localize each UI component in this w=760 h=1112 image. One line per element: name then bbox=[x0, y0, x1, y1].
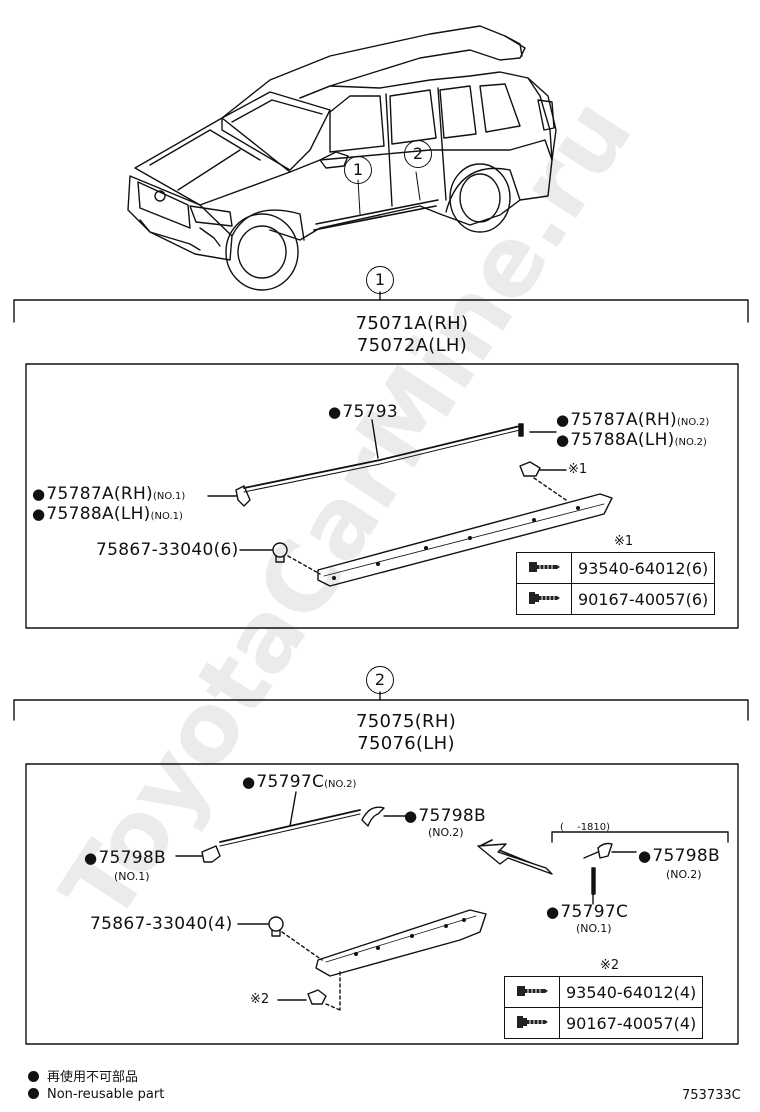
section-2-lines bbox=[13, 691, 749, 1045]
section-1-clip: 75867-33040(6) bbox=[96, 540, 239, 560]
part-75798b-front: 75798B bbox=[98, 848, 166, 868]
legend-english: Non-reusable part bbox=[28, 1087, 164, 1102]
part-75797c: 75797C bbox=[256, 772, 325, 792]
section-2-fastener-ref: ※2 bbox=[250, 992, 270, 1007]
end-piece-rear-lh-label: 75788A(LH)(NO.2) bbox=[556, 430, 707, 453]
section-1-table-ref: ※1 bbox=[614, 534, 634, 549]
variant-end-piece-label: 75798B bbox=[638, 846, 720, 866]
part-75793: 75793 bbox=[342, 402, 398, 422]
fastener-part: 90167-40057(4) bbox=[558, 1007, 704, 1039]
section-2-table-ref: ※2 bbox=[600, 958, 620, 973]
vehicle-callout-2: 2 bbox=[404, 140, 432, 168]
part-75798b-front-note: (NO.1) bbox=[114, 870, 150, 883]
end-piece-front-lh-label: 75788A(LH)(NO.1) bbox=[32, 504, 183, 527]
section-1-fastener-table: 93540-64012(6) 90167-40057(6) bbox=[516, 552, 716, 615]
end-piece-front-note-rh: (NO.1) bbox=[152, 491, 186, 502]
bullet-icon bbox=[28, 1088, 39, 1099]
end-piece-rear-lh: 75788A(LH) bbox=[570, 430, 675, 450]
section-1-marker: 1 bbox=[366, 266, 394, 294]
part-75798b-front-label: 75798B bbox=[84, 848, 166, 868]
part-75797c-note: (NO.2) bbox=[324, 779, 357, 790]
section-2-assembly-lh: 75076(LH) bbox=[357, 733, 455, 754]
end-piece-rear-rh: 75787A(RH) bbox=[570, 410, 677, 430]
end-piece-front-note-lh: (NO.1) bbox=[150, 511, 183, 522]
part-75798b-rear-label: 75798B bbox=[404, 806, 486, 826]
part-75798b-rear-note: (NO.2) bbox=[428, 826, 464, 839]
fastener-part: 90167-40057(6) bbox=[570, 583, 716, 615]
variant-molding-note: (NO.1) bbox=[576, 922, 612, 935]
fastener-part: 93540-64012(6) bbox=[570, 552, 716, 584]
section-1-lines bbox=[13, 291, 749, 629]
table-row: 93540-64012(4) bbox=[504, 976, 704, 1008]
bullet-icon bbox=[28, 1071, 39, 1082]
end-piece-front-rh-label: 75787A(RH)(NO.1) bbox=[32, 484, 185, 507]
section-2-marker: 2 bbox=[366, 666, 394, 694]
diagram-id: 753733C bbox=[682, 1088, 741, 1103]
section-1-assembly-rh: 75071A(RH) bbox=[355, 313, 469, 334]
end-piece-front-lh: 75788A(LH) bbox=[46, 504, 151, 524]
section-1-fastener-ref: ※1 bbox=[568, 462, 588, 477]
legend-japanese-text: 再使用不可部品 bbox=[47, 1070, 139, 1085]
section-2-assembly-rh: 75075(RH) bbox=[355, 711, 457, 732]
part-75797c-label: 75797C(NO.2) bbox=[242, 772, 356, 795]
end-piece-rear-note-lh: (NO.2) bbox=[674, 437, 707, 448]
variant-end-piece: 75798B bbox=[652, 846, 720, 866]
screw-icon bbox=[504, 976, 560, 1008]
section-1-assembly-lh: 75072A(LH) bbox=[356, 335, 468, 356]
bolt-icon bbox=[516, 583, 572, 615]
variant-molding-label: 75797C bbox=[546, 902, 628, 922]
end-piece-rear-note-rh: (NO.2) bbox=[676, 417, 710, 428]
section-2-clip: 75867-33040(4) bbox=[90, 914, 233, 934]
vehicle-illustration bbox=[127, 25, 557, 291]
end-piece-front-rh: 75787A(RH) bbox=[46, 484, 153, 504]
part-75798b-rear: 75798B bbox=[418, 806, 486, 826]
table-row: 93540-64012(6) bbox=[516, 552, 716, 584]
table-row: 90167-40057(4) bbox=[504, 1007, 704, 1039]
variant-range: ( -1810) bbox=[560, 822, 611, 833]
fastener-part: 93540-64012(4) bbox=[558, 976, 704, 1008]
table-row: 90167-40057(6) bbox=[516, 583, 716, 615]
vehicle-callout-1: 1 bbox=[344, 156, 372, 184]
variant-end-piece-note: (NO.2) bbox=[666, 868, 702, 881]
part-75793-label: 75793 bbox=[328, 402, 398, 422]
screw-icon bbox=[516, 552, 572, 584]
variant-molding: 75797C bbox=[560, 902, 629, 922]
legend-english-text: Non-reusable part bbox=[47, 1087, 165, 1102]
end-piece-rear-rh-label: 75787A(RH)(NO.2) bbox=[556, 410, 709, 433]
bolt-icon bbox=[504, 1007, 560, 1039]
section-2-fastener-table: 93540-64012(4) 90167-40057(4) bbox=[504, 976, 704, 1039]
legend-japanese: 再使用不可部品 bbox=[28, 1066, 138, 1085]
